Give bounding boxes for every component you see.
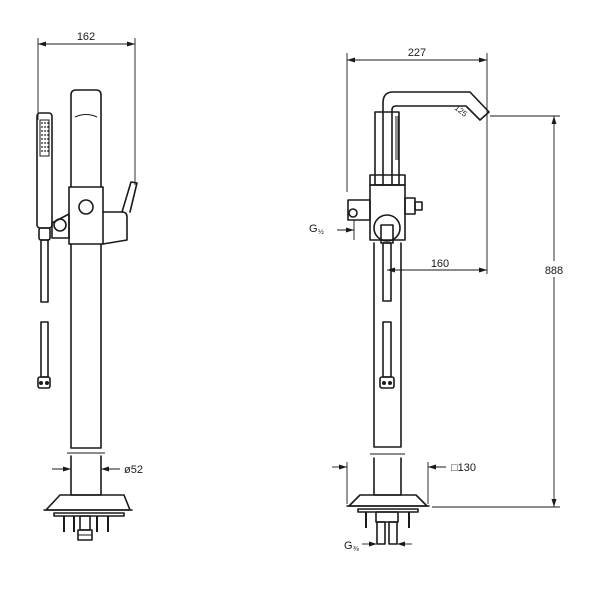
dim-width-left: 162 (37, 31, 136, 185)
dim-label-diameter: ø52 (124, 464, 143, 476)
front-column (347, 111, 423, 496)
main-column (51, 89, 138, 496)
dim-label-227: 227 (408, 47, 426, 59)
dim-width-right: 227 (346, 47, 488, 192)
dim-spout-offset: 160 (387, 118, 488, 274)
dim-label-supply-frac: ⅜ (353, 546, 359, 553)
dim-pipe-diameter: ø52 (52, 464, 143, 476)
dim-supply-thread: G ⅜ (344, 540, 412, 553)
dim-label-125: 125 (453, 103, 469, 119)
dim-label-162: 162 (77, 31, 95, 43)
dim-label-supply-g: G (344, 540, 353, 552)
dim-height: 888 (432, 115, 572, 508)
left-view: 162 (36, 31, 143, 541)
right-view: 227 125 (309, 47, 572, 553)
dim-label-160: 160 (431, 258, 449, 270)
base-right (346, 494, 430, 545)
hand-shower (36, 112, 53, 389)
dim-label-inlet-g: G (309, 223, 318, 235)
dim-inlet-thread: G ½ (309, 220, 355, 240)
dim-label-888: 888 (545, 265, 563, 277)
dim-label-inlet-frac: ½ (318, 228, 324, 236)
dim-label-130: □130 (451, 462, 476, 474)
base-left (43, 494, 133, 541)
dim-base-square: □130 (332, 462, 476, 504)
